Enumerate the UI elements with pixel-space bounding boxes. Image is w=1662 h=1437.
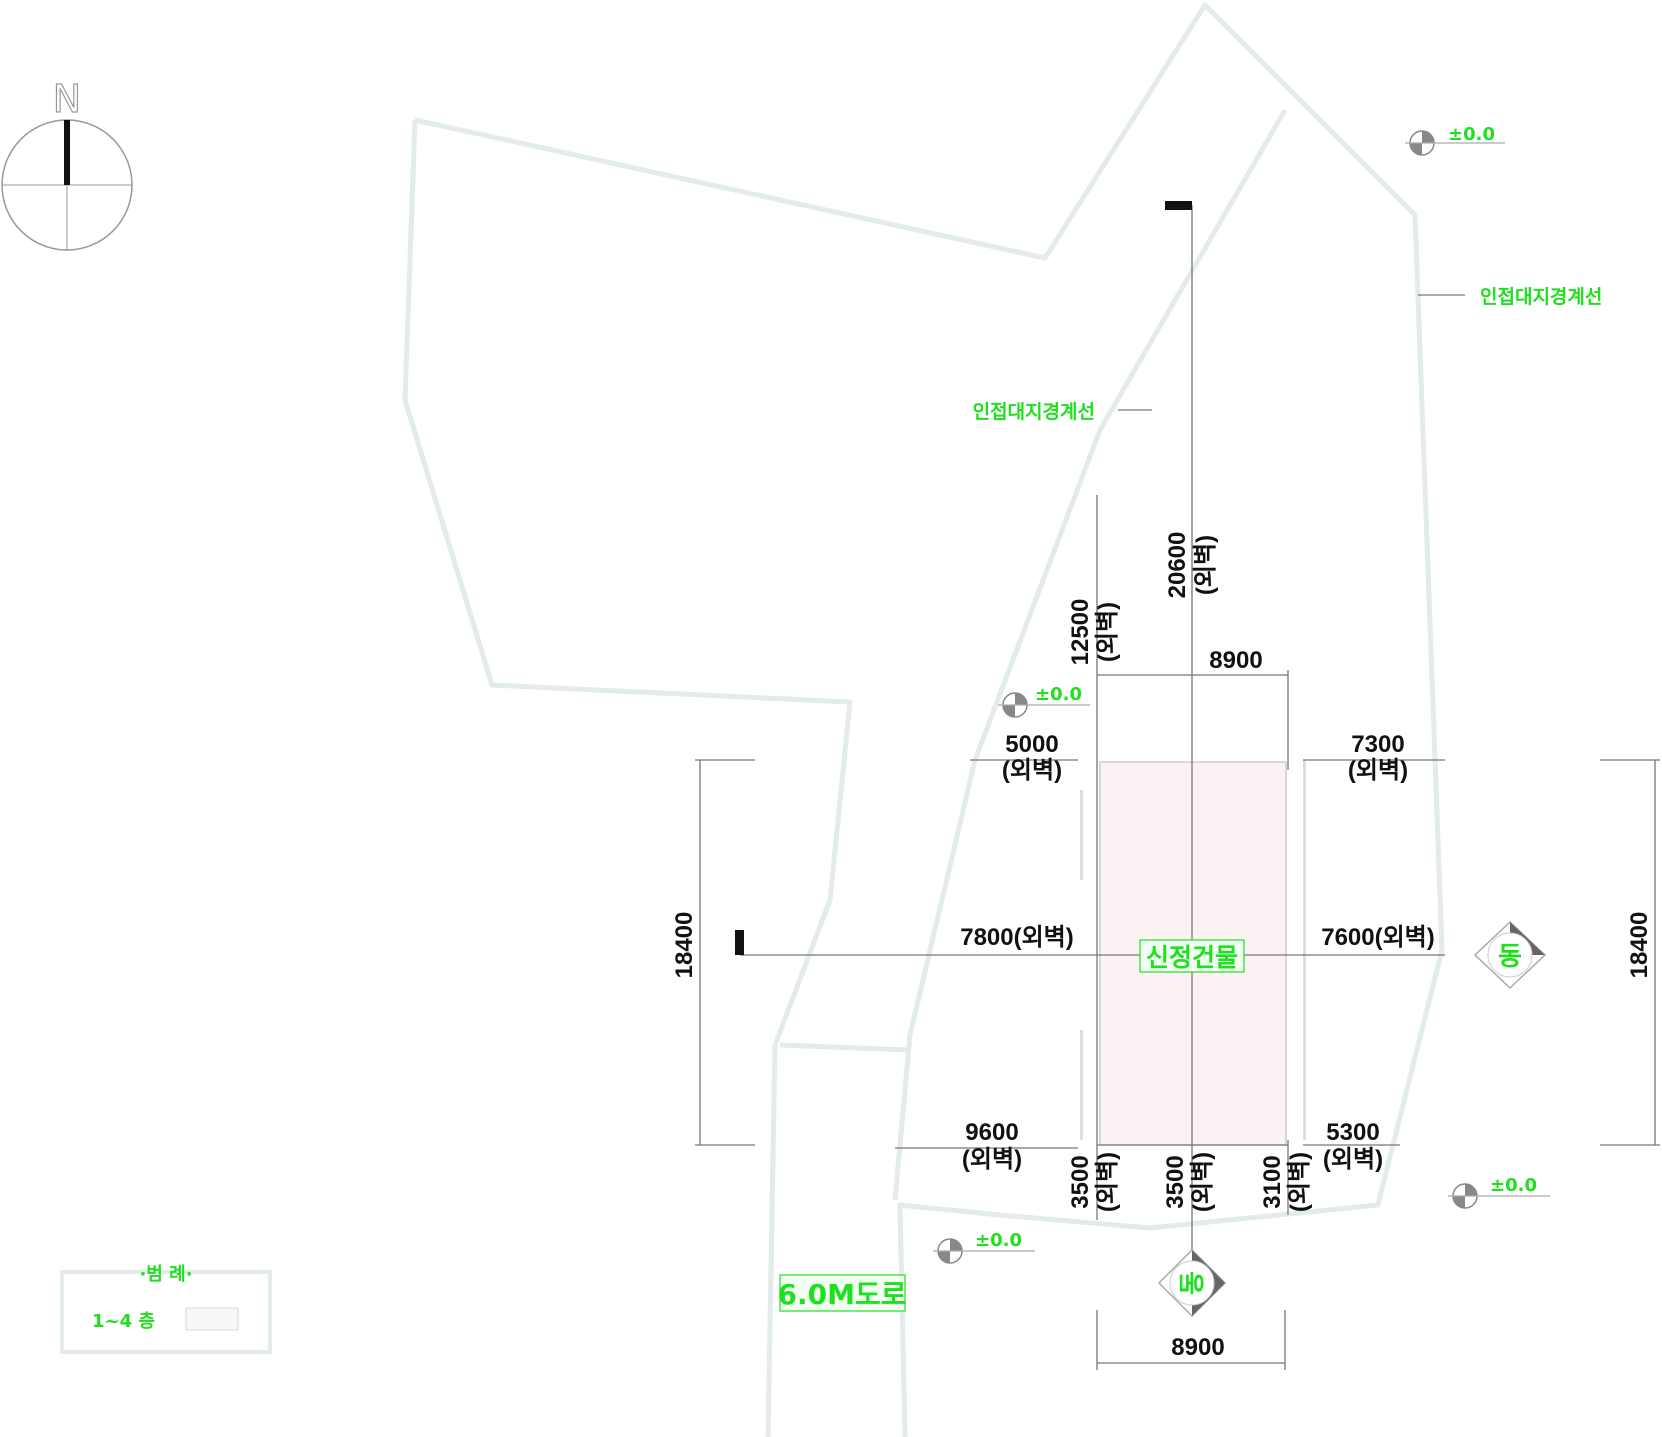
dim-west-middle: 7800(외벽) bbox=[960, 924, 1074, 951]
building-wall-west bbox=[1080, 790, 1083, 880]
building-label: 신정건물 bbox=[1146, 943, 1238, 972]
dim-right-height: 18400 bbox=[1626, 912, 1653, 979]
neighbor-boundary-label-right: 인접대지경계선 bbox=[1480, 286, 1602, 308]
dim-sw-setback: 9600 bbox=[965, 1119, 1018, 1146]
neighbor-boundary-label-left: 인접대지경계선 bbox=[973, 401, 1095, 423]
dim-top-total: 20600 bbox=[1164, 532, 1191, 599]
road-label: 6.0M도로 bbox=[778, 1278, 907, 1311]
north-label: N bbox=[53, 77, 81, 121]
dim-width-top: 8900 bbox=[1209, 647, 1262, 674]
building-label-box bbox=[1139, 939, 1245, 973]
level-marker-nw: ±0.0 bbox=[998, 684, 1090, 718]
dim-ne-setback: 7300 bbox=[1351, 731, 1404, 758]
dim-width-bottom: 8900 bbox=[1171, 1334, 1224, 1361]
dim-top-setback-note: (외벽) bbox=[1094, 602, 1121, 662]
road-label-box bbox=[779, 1274, 906, 1312]
dim-south-b: 3500 bbox=[1162, 1155, 1189, 1208]
dim-top-setback: 12500 bbox=[1067, 599, 1094, 666]
direction-mark-east-label: 동 bbox=[1498, 942, 1522, 972]
dim-south-a: 3500 bbox=[1067, 1155, 1094, 1208]
dim-nw-setback: 5000 bbox=[1005, 731, 1058, 758]
dimension-lines bbox=[695, 294, 1660, 1370]
direction-mark-south-label: 동 bbox=[1178, 1271, 1208, 1295]
northwest-lot-outline bbox=[402, 119, 853, 1437]
dim-east-middle: 7600(외벽) bbox=[1321, 924, 1435, 951]
dim-south-c-note: (외벽) bbox=[1286, 1152, 1313, 1212]
dim-south-a-note: (외벽) bbox=[1094, 1152, 1121, 1212]
west-lot-boundary bbox=[414, 2, 1445, 1437]
site-boundary-lines bbox=[402, 2, 1445, 1437]
legend-row-label: 1~4 층 bbox=[92, 1311, 155, 1332]
level-marker-sw: ±0.0 bbox=[933, 1230, 1035, 1264]
level-marker-ne: ±0.0 bbox=[1405, 124, 1505, 156]
building-wall-west-lower bbox=[1080, 1030, 1083, 1140]
legend-swatch bbox=[185, 1307, 239, 1331]
dim-south-b-note: (외벽) bbox=[1189, 1152, 1216, 1212]
dim-top-total-note: (외벽) bbox=[1192, 535, 1219, 595]
dim-south-c: 3100 bbox=[1259, 1155, 1286, 1208]
axis-north-marker bbox=[1165, 201, 1192, 210]
legend-title: ·범 례· bbox=[139, 1264, 192, 1285]
level-label-se: ±0.0 bbox=[1490, 1175, 1537, 1196]
direction-mark-south: 동 bbox=[1157, 1248, 1227, 1318]
level-label-nw: ±0.0 bbox=[1035, 684, 1082, 705]
level-label-ne: ±0.0 bbox=[1448, 124, 1495, 145]
dim-sw-setback-note: (외벽) bbox=[962, 1146, 1022, 1173]
north-arrow: N bbox=[1, 76, 133, 251]
dim-se-setback-note: (외벽) bbox=[1323, 1146, 1383, 1173]
level-label-sw: ±0.0 bbox=[975, 1230, 1022, 1251]
dim-nw-setback-note: (외벽) bbox=[1002, 757, 1062, 784]
road-crossline bbox=[779, 1042, 911, 1053]
dim-ne-setback-note: (외벽) bbox=[1348, 757, 1408, 784]
legend: ·범 례· 1~4 층 bbox=[60, 1264, 272, 1354]
building-wall-east bbox=[1303, 760, 1306, 1140]
dim-left-height: 18400 bbox=[671, 912, 698, 979]
axis-west-marker bbox=[735, 930, 744, 955]
level-marker-se: ±0.0 bbox=[1448, 1175, 1550, 1209]
direction-mark-east: 동 bbox=[1473, 920, 1547, 990]
dim-se-setback: 5300 bbox=[1326, 1119, 1379, 1146]
